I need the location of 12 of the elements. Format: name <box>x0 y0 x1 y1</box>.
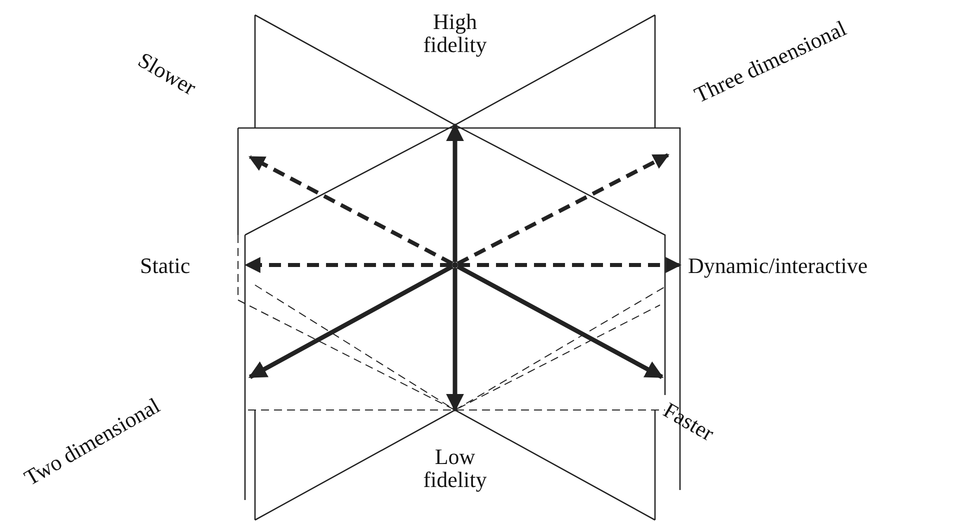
arrow <box>456 153 670 266</box>
arrow <box>244 257 452 273</box>
arrow <box>456 264 664 379</box>
axis-label: Low fidelity <box>410 445 500 492</box>
arrow <box>248 155 454 266</box>
axis-label: Dynamic/interactive <box>688 254 868 278</box>
axis-label: Static <box>140 254 190 278</box>
arrow <box>248 264 454 379</box>
arrow <box>446 268 464 412</box>
axis-label: High fidelity <box>410 10 500 56</box>
arrow <box>446 123 464 262</box>
arrow <box>458 257 682 273</box>
